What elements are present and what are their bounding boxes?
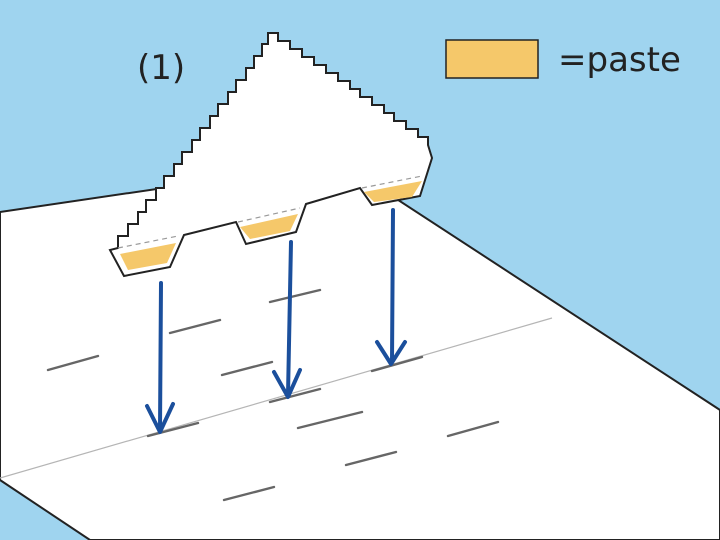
guide-marks [46,288,500,502]
placement-arrows [145,208,407,434]
guide-mark [168,318,222,335]
guide-mark [296,410,364,430]
tab-fold-dashes [117,175,423,249]
paste-area-right [364,181,422,202]
tab-fold-dash [361,175,423,189]
step-label: (1) [137,48,186,88]
arrow-middle [272,240,302,399]
stepped-triangle-piece [108,32,434,278]
fold-line [0,317,553,479]
arrow-right [375,208,407,366]
legend-text: =paste [558,40,681,80]
tab-fold-dash [117,235,179,249]
guide-mark [146,421,200,438]
paste-area-left [120,243,176,270]
guide-mark [268,387,322,404]
guide-mark [220,360,274,377]
base-sheet [0,160,720,540]
guide-mark [46,354,100,372]
tab-fold-dash [237,207,301,223]
paste-area-middle [240,214,298,239]
guide-mark [344,450,398,467]
paste-swatch [445,39,539,79]
guide-mark [446,420,500,438]
arrow-left [145,281,175,434]
guide-mark [222,485,276,502]
guide-mark [268,288,322,304]
guide-mark [370,355,424,373]
